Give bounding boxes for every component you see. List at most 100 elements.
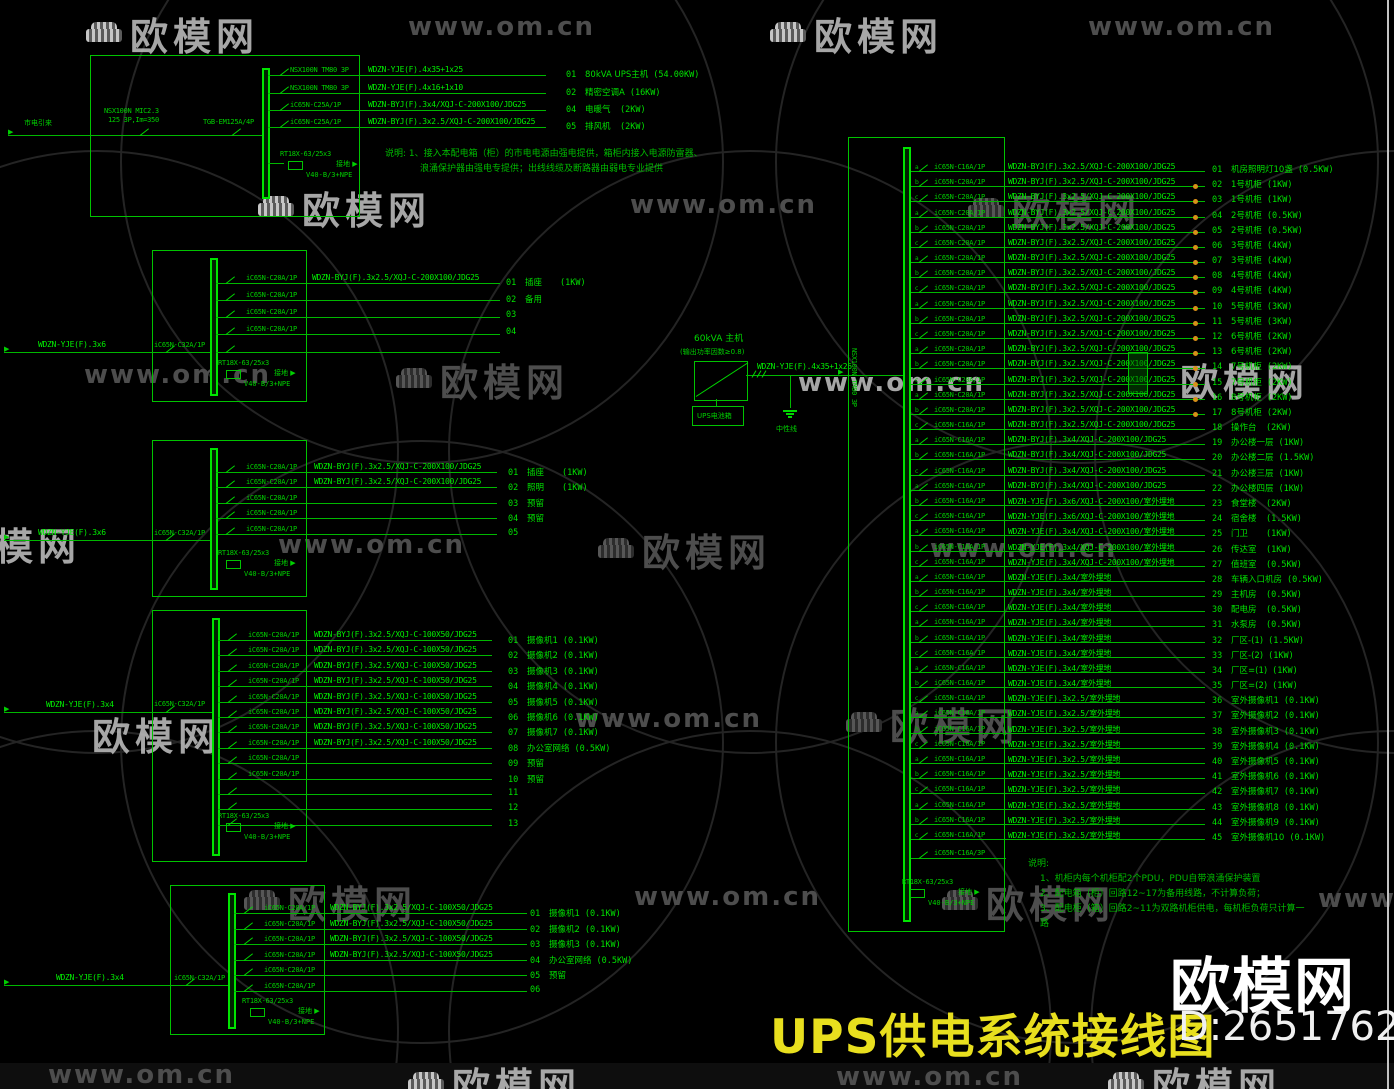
power-label: (0.1KW)	[562, 636, 599, 646]
spd-device	[250, 1008, 265, 1017]
spd-device	[910, 889, 925, 898]
load-label: 食堂楼	[1231, 499, 1257, 509]
branch-breaker-label: iC65N-C20A/1P	[246, 463, 297, 471]
cable-label: WDZN-BYJ(F).3x2.5/XQJ-C-200X100/JDG25	[1008, 238, 1176, 247]
branch-breaker-label: iC65N-C20A/1P	[934, 330, 985, 338]
branch-breaker-label: iC65N-C16A/1P	[934, 543, 985, 551]
dual-supply-dot	[1193, 215, 1198, 220]
load-label: 办公楼二层	[1231, 453, 1274, 463]
spare-breaker-label: iC65N-C16A/3P	[934, 849, 985, 857]
branch-breaker-label: iC65N-C16A/1P	[934, 709, 985, 717]
wire	[4, 540, 210, 541]
wire	[218, 732, 492, 733]
branch-breaker-label: iC65N-C16A/1P	[934, 497, 985, 505]
wire	[911, 247, 1205, 248]
branch-breaker-label: iC65N-C20A/1P	[264, 904, 315, 912]
branch-breaker-label: iC65N-C20A/1P	[246, 274, 297, 282]
spd-pe-label: V40-B/3+NPE	[306, 171, 353, 179]
sofa-back	[775, 22, 801, 32]
sofa-back	[603, 538, 629, 548]
phase-label: a	[915, 574, 919, 581]
cable-label: WDZN-YJE(F).3x2.5/室外埋地	[1008, 785, 1121, 794]
load-label: 4号机柜	[1231, 271, 1262, 281]
distribution-box	[152, 610, 307, 862]
wire	[911, 672, 1205, 673]
branch-breaker-label: iC65N-C20A/1P	[934, 193, 985, 201]
load-label: 办公楼一层	[1231, 438, 1274, 448]
arrow-icon: ▶	[4, 705, 10, 713]
sofa-back	[91, 22, 117, 32]
watermark-logo: 欧模网	[288, 883, 418, 927]
cable-label: WDZN-BYJ(F).3x4/XQJ-C-200X100/JDG25	[1008, 435, 1167, 444]
load-label: 8号机柜	[1231, 393, 1262, 403]
power-label: (0.5KW)	[1266, 211, 1303, 221]
incoming-breaker-label: iC65N-C32A/1P	[174, 974, 225, 982]
circuit-number: 42	[1212, 787, 1223, 797]
arrow-icon: ▶	[838, 368, 844, 376]
power-label: (2KW)	[1266, 378, 1293, 388]
power-label: (1KW)	[1278, 438, 1305, 448]
circuit-number: 03	[530, 940, 541, 950]
cable-label: WDZN-BYJ(F).3x2.5/XQJ-C-100X50/JDG25	[314, 676, 477, 685]
dual-supply-dot	[1193, 306, 1198, 311]
phase-label: a	[915, 392, 919, 399]
dual-supply-dot	[1193, 397, 1198, 402]
branch-breaker-label: iC65N-C16A/1P	[934, 618, 985, 626]
cable-label: WDZN-BYJ(F).3x2.5/XQJ-C-100X50/JDG25	[330, 950, 493, 959]
watermark-logo: 欧模网	[302, 189, 432, 233]
load-label: 室外摄像机10	[1231, 833, 1285, 843]
branch-breaker-label: iC65N-C20A/1P	[246, 525, 297, 533]
wire	[218, 702, 492, 703]
power-label: (1KW)	[1278, 484, 1305, 494]
wire	[911, 581, 1205, 582]
phase-label: b	[915, 225, 919, 232]
wire	[911, 429, 1205, 430]
circuit-number: 03	[1212, 195, 1223, 205]
power-label: (0.1KW)	[1283, 727, 1320, 737]
power-label: (0.1KW)	[562, 682, 599, 692]
load-label: 摄像机1	[527, 636, 558, 646]
circuit-number: 06	[508, 713, 519, 723]
circuit-number: 02	[508, 483, 519, 493]
circuit-number: 28	[1212, 575, 1223, 585]
distribution-box	[152, 250, 307, 402]
cable-label: WDZN-BYJ(F).3x2.5/XQJ-C-200X100/JDG25	[1008, 344, 1176, 353]
circuit-number: 04	[530, 956, 541, 966]
branch-breaker-label: iC65N-C20A/1P	[248, 770, 299, 778]
branch-breaker-label: iC65N-C16A/1P	[934, 482, 985, 490]
power-label: (0.1KW)	[584, 940, 621, 950]
sofa-back	[973, 198, 999, 208]
spd-label: RT18X-63/25x3	[218, 812, 269, 820]
phase-label: b	[915, 361, 919, 368]
circuit-output: 04	[506, 327, 555, 337]
phase-label: a	[915, 665, 919, 672]
ground-label: 接地 ▶	[336, 160, 358, 168]
circuit-number: 36	[1212, 696, 1223, 706]
branch-breaker-label: iC65N-C20A/1P	[246, 509, 297, 517]
power-label: (0.1KW)	[1283, 787, 1320, 797]
circuit-number: 10	[508, 775, 519, 785]
branch-breaker-label: iC65N-C20A/1P	[246, 325, 297, 333]
wire	[216, 352, 500, 353]
power-label: (1KW)	[562, 468, 588, 478]
branch-breaker-label: iC65N-C20A/1P	[248, 662, 299, 670]
power-label: (0.1KW)	[562, 651, 599, 661]
wire	[218, 779, 492, 780]
junction-box	[1128, 352, 1148, 394]
power-label: (4KW)	[1266, 271, 1293, 281]
power-label: (0.1KW)	[1283, 818, 1320, 828]
power-label: (4KW)	[1266, 241, 1293, 251]
load-label: 值班室	[1231, 560, 1257, 570]
branch-breaker-label: iC65N-C20A/1P	[934, 178, 985, 186]
circuit-number: 29	[1212, 590, 1223, 600]
phase-label: a	[915, 483, 919, 490]
wire	[218, 794, 492, 795]
